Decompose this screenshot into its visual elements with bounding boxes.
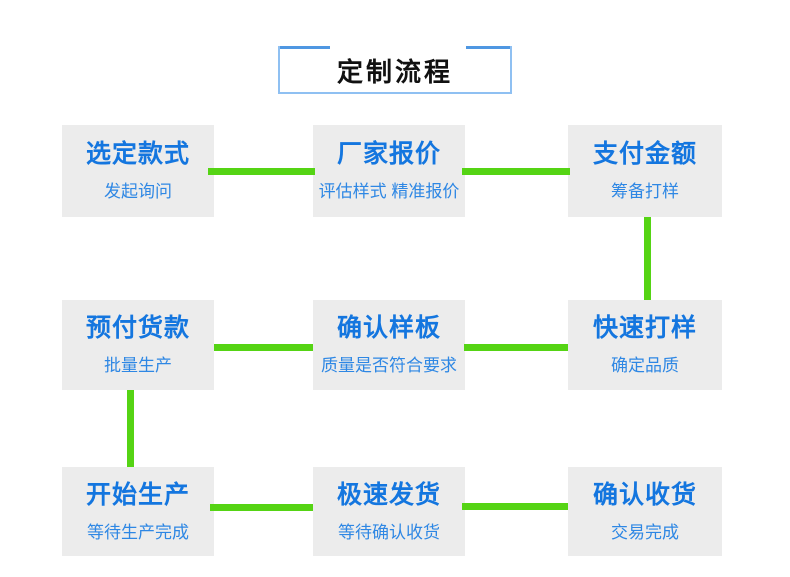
step-box-2: 厂家报价 评估样式 精准报价 <box>313 125 465 217</box>
connector-row3-left <box>210 504 313 511</box>
step-subtitle: 等待确认收货 <box>338 522 440 542</box>
step-title: 开始生产 <box>85 480 190 509</box>
connector-col1-down <box>127 390 134 467</box>
step-box-4: 预付货款 批量生产 <box>62 300 214 390</box>
step-subtitle: 确定品质 <box>611 356 679 376</box>
step-title: 极速发货 <box>336 480 441 509</box>
step-title: 支付金额 <box>592 140 697 169</box>
step-subtitle: 交易完成 <box>611 522 679 542</box>
step-box-8: 极速发货 等待确认收货 <box>313 467 465 556</box>
connector-row1-left <box>208 168 315 175</box>
step-box-7: 开始生产 等待生产完成 <box>62 467 214 556</box>
connector-row3-right <box>462 503 568 510</box>
flow-title: 定制流程 <box>336 56 453 87</box>
step-subtitle: 批量生产 <box>104 356 172 376</box>
step-title: 预付货款 <box>85 314 190 343</box>
step-subtitle: 筹备打样 <box>611 182 679 202</box>
step-subtitle: 质量是否符合要求 <box>321 356 457 376</box>
step-title: 确认收货 <box>592 480 697 509</box>
step-box-5: 确认样板 质量是否符合要求 <box>313 300 465 390</box>
step-box-3: 支付金额 筹备打样 <box>568 125 722 217</box>
step-subtitle: 评估样式 精准报价 <box>318 182 460 202</box>
connector-row2-left <box>214 344 313 351</box>
connector-col3-down <box>644 217 651 300</box>
connector-row1-right <box>462 168 570 175</box>
step-title: 厂家报价 <box>336 140 441 169</box>
step-title: 确认样板 <box>336 314 441 343</box>
step-title: 快速打样 <box>592 314 697 343</box>
step-subtitle: 等待生产完成 <box>87 522 189 542</box>
flow-title-box: 定制流程 <box>278 46 512 94</box>
step-subtitle: 发起询问 <box>104 182 172 202</box>
step-title: 选定款式 <box>85 140 190 169</box>
step-box-1: 选定款式 发起询问 <box>62 125 214 217</box>
step-box-6: 快速打样 确定品质 <box>568 300 722 390</box>
step-box-9: 确认收货 交易完成 <box>568 467 722 556</box>
connector-row2-right <box>464 344 568 351</box>
